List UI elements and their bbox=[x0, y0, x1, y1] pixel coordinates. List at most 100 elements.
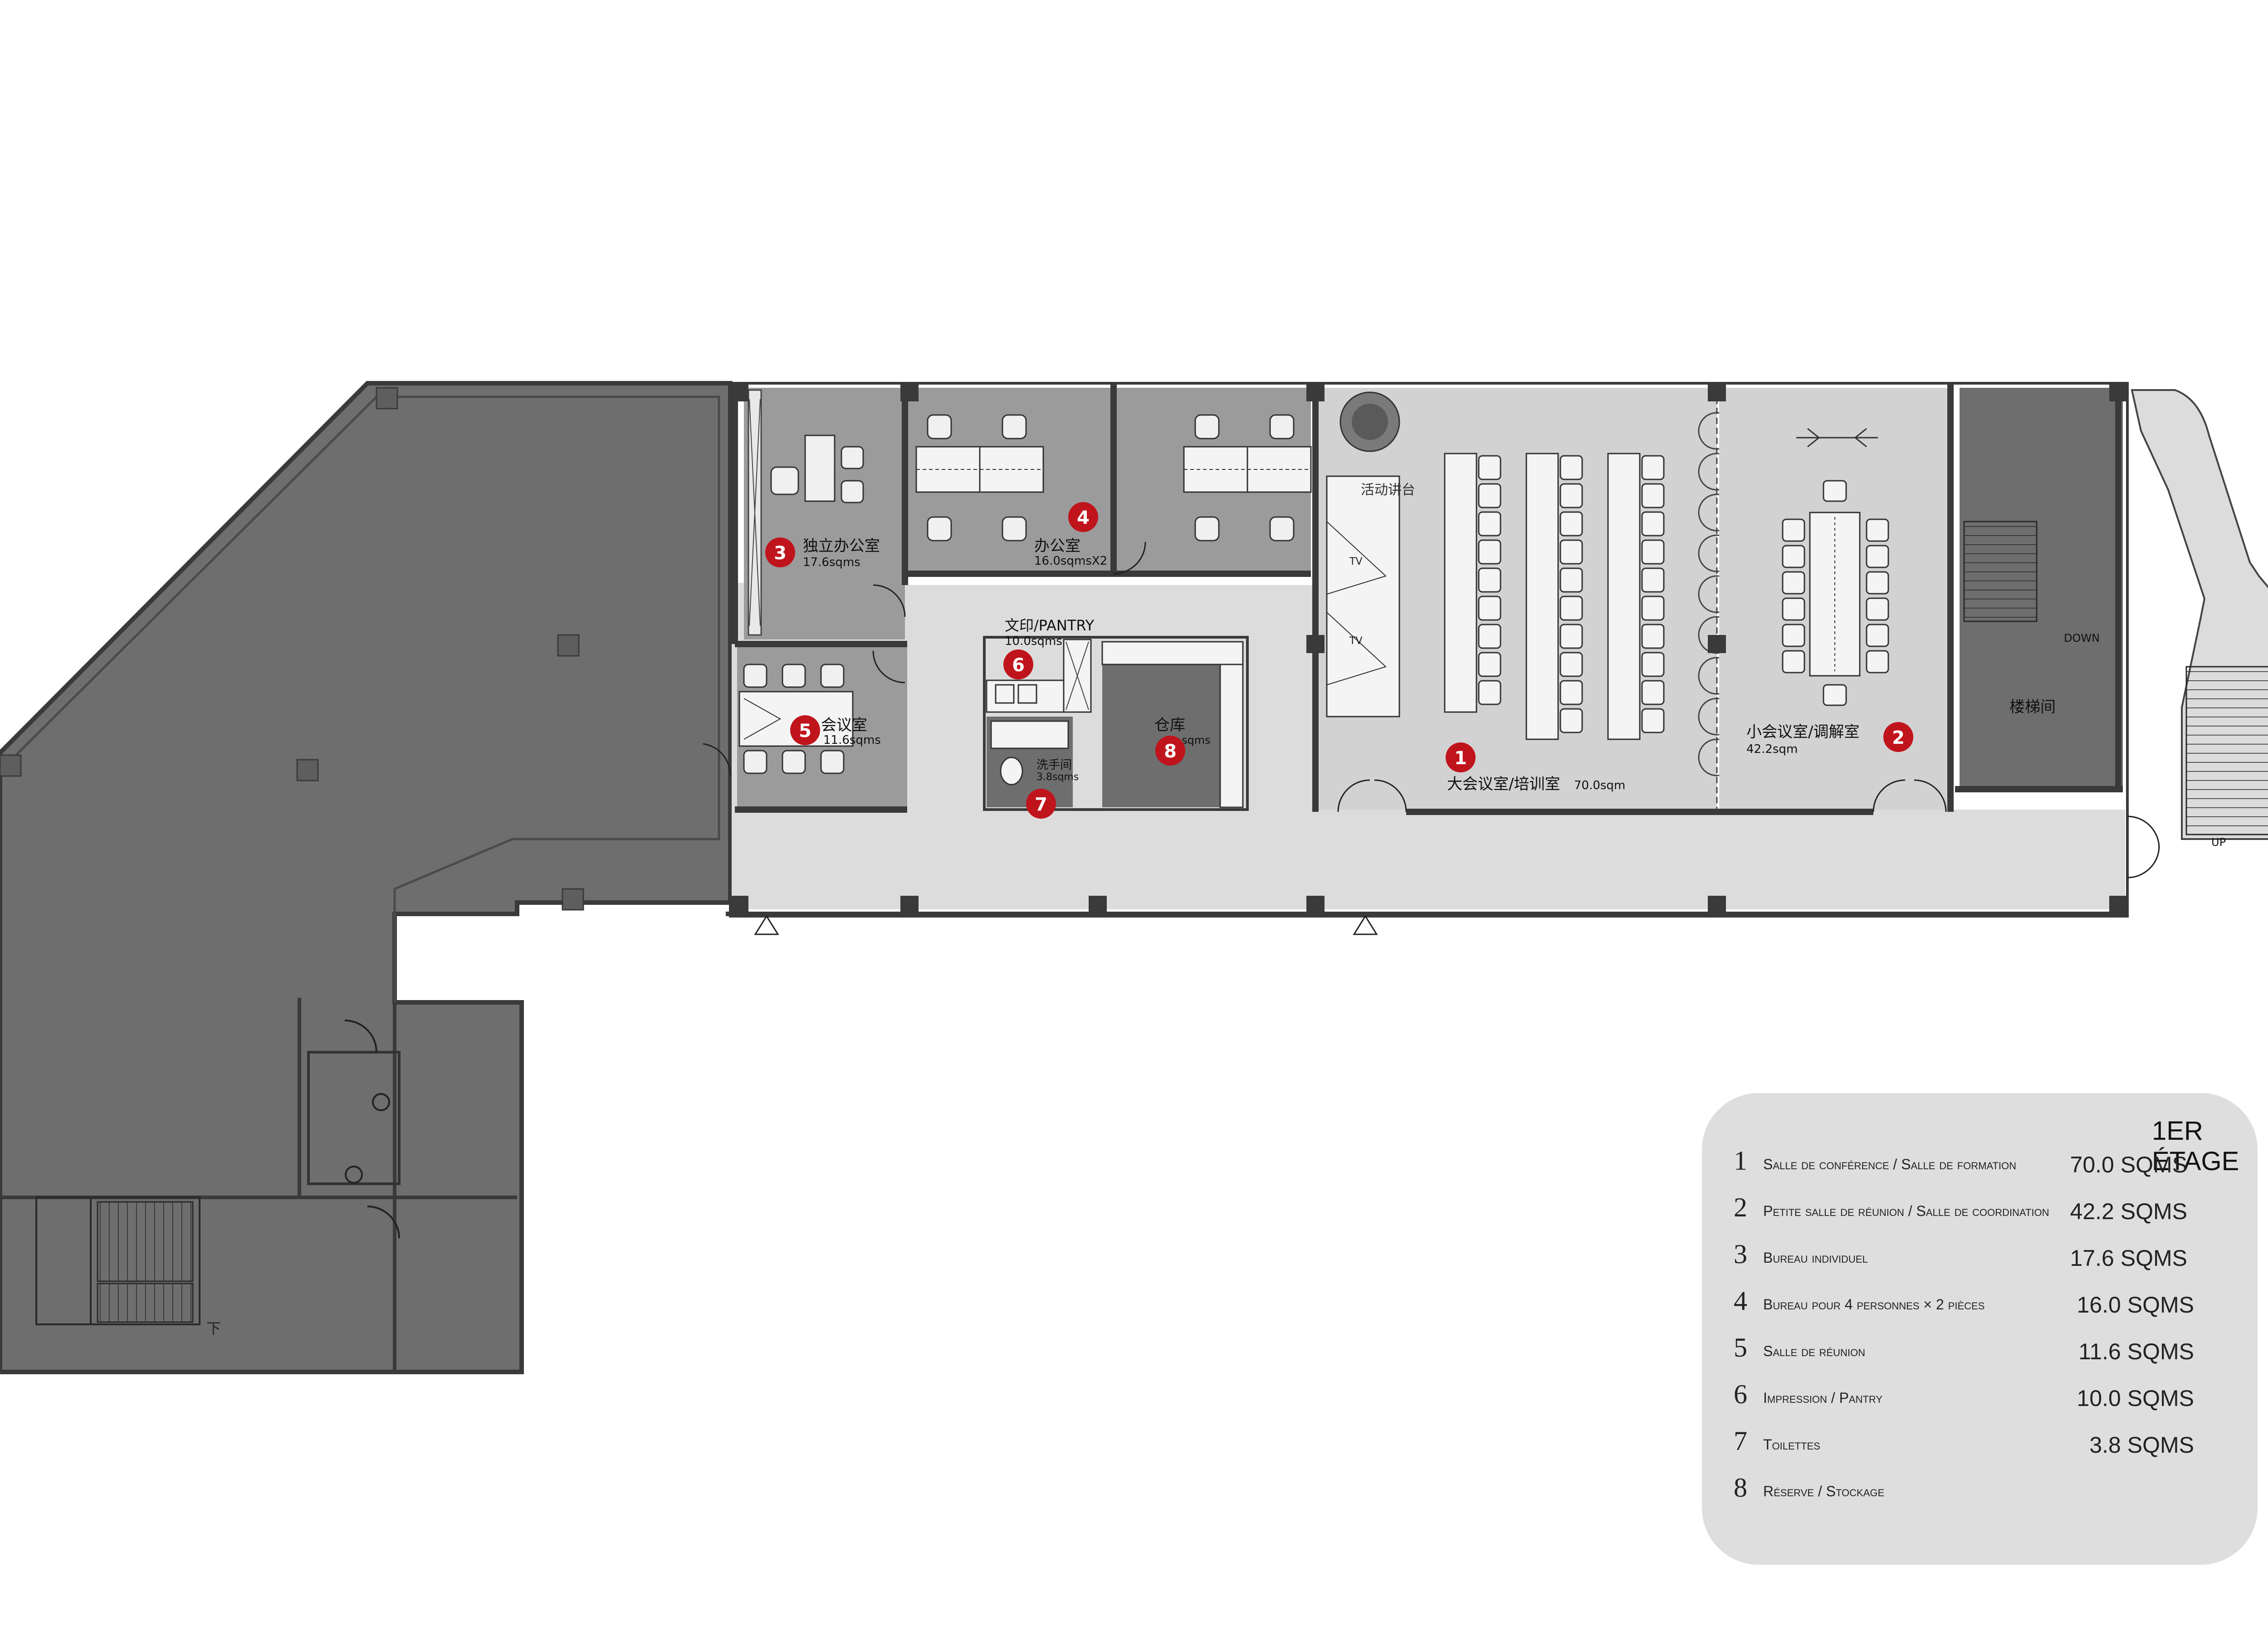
legend-area: 16.0 SQMS bbox=[2077, 1292, 2194, 1318]
legend-row: 2 Petite salle de réunion / Salle de coo… bbox=[1734, 1192, 2242, 1228]
chair bbox=[1559, 511, 1583, 537]
stair-room-label: 楼梯间 bbox=[2009, 698, 2056, 716]
chair bbox=[1478, 567, 1501, 593]
chair bbox=[1559, 567, 1583, 593]
legend-num: 8 bbox=[1734, 1473, 1747, 1503]
room-area-7: 3.8sqms bbox=[1036, 771, 1079, 783]
room-name-2: 小会议室/调解室 bbox=[1746, 723, 1859, 741]
legend-label: Petite salle de réunion / Salle de coord… bbox=[1763, 1203, 2049, 1219]
chair bbox=[1782, 518, 1805, 542]
legend-row: 1 Salle de conférence / Salle de formati… bbox=[1734, 1145, 2242, 1181]
legend-num: 2 bbox=[1734, 1192, 1747, 1222]
chair bbox=[1478, 596, 1501, 621]
chair bbox=[1866, 650, 1889, 674]
room-label-8: 仓库 sqms 8 bbox=[1154, 716, 1211, 766]
legend-area: 70.0 SQMS bbox=[2070, 1152, 2187, 1177]
legend-row: 6 Impression / Pantry 10.0 SQMS bbox=[1734, 1379, 2242, 1415]
room-badge-2 bbox=[1883, 722, 1913, 752]
chair bbox=[1559, 680, 1583, 705]
legend-row: 5 Salle de réunion 11.6 SQMS bbox=[1734, 1332, 2242, 1368]
chair bbox=[1559, 455, 1583, 480]
room-3-floor bbox=[744, 388, 905, 639]
chair bbox=[1559, 596, 1583, 621]
legend-panel: 1ER ÉTAGE 1 Salle de conférence / Salle … bbox=[1702, 1093, 2258, 1565]
legend-num: 3 bbox=[1734, 1239, 1747, 1269]
svg-text:2: 2 bbox=[1892, 727, 1905, 748]
chair bbox=[1782, 545, 1805, 568]
room-badge-1 bbox=[1446, 742, 1476, 772]
svg-text:6: 6 bbox=[1012, 655, 1025, 676]
room-label-3: 3 独立办公室 17.6sqms bbox=[765, 537, 880, 569]
down-label: DOWN bbox=[2064, 632, 2100, 644]
chair bbox=[1782, 597, 1805, 621]
interior-walls bbox=[732, 383, 2123, 815]
chair bbox=[1641, 511, 1665, 537]
chair bbox=[1641, 455, 1665, 480]
legend-row: 7 Toilettes 3.8 SQMS bbox=[1734, 1425, 2242, 1462]
legend-label: Salle de conférence / Salle de formation bbox=[1763, 1156, 2017, 1172]
room-badge-8 bbox=[1155, 736, 1185, 766]
legend-num: 1 bbox=[1734, 1146, 1747, 1176]
room-label-1: 1 大会议室/培训室 70.0sqm bbox=[1446, 742, 1625, 793]
legend-row: 3 Bureau individuel 17.6 SQMS bbox=[1734, 1239, 2242, 1275]
chair bbox=[1641, 483, 1665, 508]
legend-label: Toilettes bbox=[1763, 1436, 1820, 1453]
chair bbox=[1866, 624, 1889, 647]
chair bbox=[1782, 650, 1805, 674]
legend-num: 6 bbox=[1734, 1379, 1747, 1409]
room-label-7: 洗手间 3.8sqms 7 bbox=[1026, 758, 1079, 819]
legend-title: 1ER ÉTAGE bbox=[2152, 1116, 2239, 1176]
legend-num: 7 bbox=[1734, 1426, 1747, 1456]
chair bbox=[1823, 480, 1847, 502]
legend-area: 11.6 SQMS bbox=[2078, 1339, 2194, 1364]
meeting-chairs bbox=[1782, 480, 1889, 706]
doors bbox=[703, 542, 2160, 879]
legend-row: 8 Réserve / Stockage bbox=[1734, 1472, 2242, 1508]
chair bbox=[1559, 624, 1583, 649]
legend-area: 42.2 SQMS bbox=[2070, 1199, 2187, 1224]
stair-down-label: 下 bbox=[206, 1320, 221, 1337]
chair bbox=[1641, 567, 1665, 593]
room-label-4: 4 办公室 16.0sqmsX2 bbox=[1034, 502, 1107, 568]
legend-label: Réserve / Stockage bbox=[1763, 1483, 1885, 1499]
room-name-7: 洗手间 bbox=[1036, 758, 1072, 772]
room-area-4: 16.0sqmsX2 bbox=[1034, 554, 1107, 568]
stage bbox=[1326, 475, 1400, 718]
desk-cluster-a bbox=[915, 414, 1044, 542]
columns bbox=[730, 383, 2127, 914]
chair bbox=[1559, 483, 1583, 508]
room-name-8: 仓库 bbox=[1154, 716, 1185, 734]
chair bbox=[1641, 680, 1665, 705]
svg-text:3: 3 bbox=[774, 543, 787, 564]
svg-text:4: 4 bbox=[1077, 508, 1090, 528]
up-label: UP bbox=[2211, 836, 2226, 849]
desk-cluster-b bbox=[1183, 414, 1312, 542]
chair bbox=[1823, 684, 1847, 706]
stage-label: 活动讲台 bbox=[1361, 482, 1415, 498]
training-chairs bbox=[1478, 455, 1665, 733]
room-name-6: 文印/PANTRY bbox=[1005, 617, 1095, 634]
room-area-3: 17.6sqms bbox=[803, 556, 860, 569]
chair bbox=[1866, 597, 1889, 621]
room-label-5: 5 会议室 11.6sqms bbox=[790, 715, 881, 747]
chair bbox=[1782, 624, 1805, 647]
chair bbox=[1866, 518, 1889, 542]
room-area-5: 11.6sqms bbox=[823, 733, 881, 747]
chair bbox=[1478, 455, 1501, 480]
chair bbox=[1478, 539, 1501, 565]
legend-label: Bureau pour 4 personnes × 2 pièces bbox=[1763, 1296, 1985, 1313]
room-name-4: 办公室 bbox=[1034, 537, 1080, 555]
legend-num: 5 bbox=[1734, 1333, 1747, 1362]
tv-label-2: TV bbox=[1349, 635, 1363, 647]
room-label-6: 文印/PANTRY 10.0sqms 6 bbox=[1003, 617, 1095, 679]
entrance-icon bbox=[754, 915, 1378, 935]
room-area-1: 70.0sqm bbox=[1574, 779, 1625, 792]
chair bbox=[1866, 545, 1889, 568]
chair bbox=[1641, 539, 1665, 565]
chair bbox=[1478, 680, 1501, 705]
legend-label: Bureau individuel bbox=[1763, 1250, 1868, 1266]
legend-label: Salle de réunion bbox=[1763, 1343, 1865, 1359]
room-name-1: 大会议室/培训室 bbox=[1447, 775, 1560, 793]
chair bbox=[1641, 624, 1665, 649]
